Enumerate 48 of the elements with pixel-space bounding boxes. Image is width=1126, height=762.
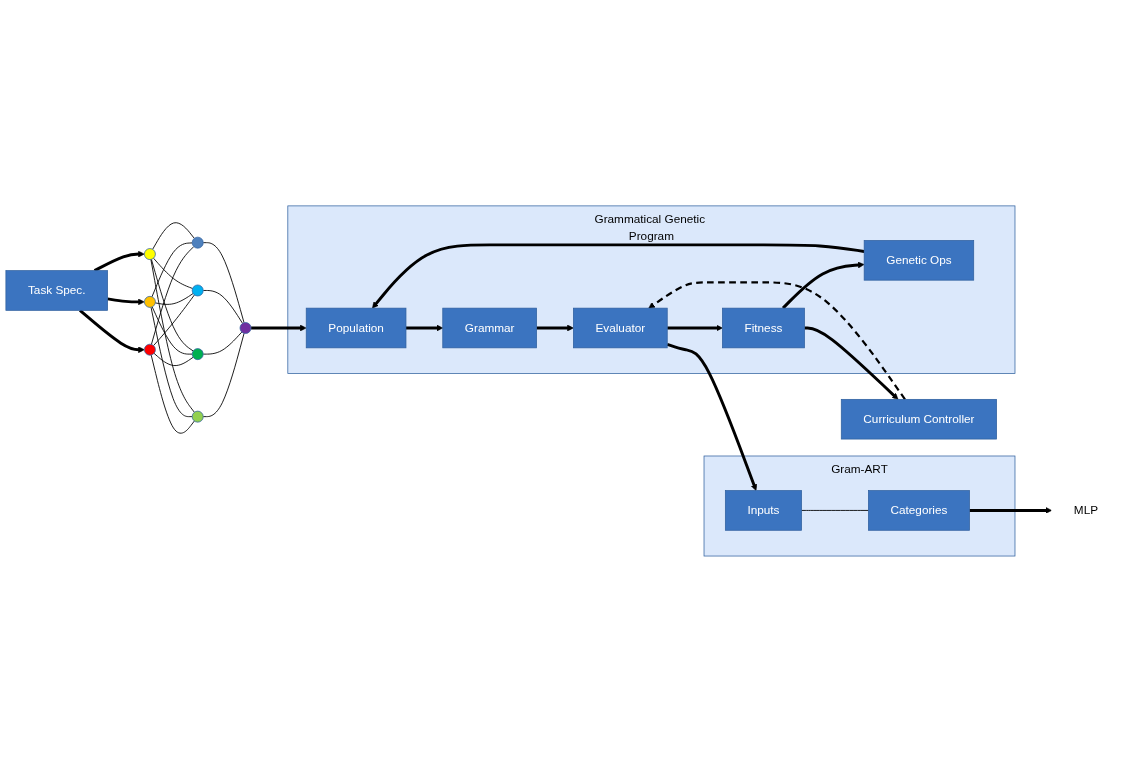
connector: [202, 242, 245, 324]
connector: [154, 293, 194, 305]
arrow: [536, 324, 574, 332]
connector: [150, 258, 194, 352]
node-box: Evaluator: [573, 307, 668, 349]
node-box: Categories: [868, 490, 970, 531]
node-box: Curriculum Controller: [840, 399, 997, 440]
node-circle: [144, 296, 156, 308]
node-circle: [144, 248, 156, 260]
node-circle: [239, 322, 252, 334]
connector: [153, 352, 194, 367]
connector: [202, 332, 245, 418]
connector: [801, 510, 869, 511]
node-text: MLP: [1073, 503, 1099, 517]
node-box: Task Spec.: [5, 270, 108, 311]
arrow: [969, 507, 1053, 514]
node-box: Population: [305, 307, 407, 349]
node-circle: [191, 348, 204, 361]
connector: [150, 306, 193, 418]
arrow: [406, 324, 444, 332]
connector: [150, 259, 195, 413]
node-circle: [191, 410, 204, 423]
connector: [151, 246, 195, 345]
node-circle: [144, 343, 156, 356]
connector: [153, 257, 193, 289]
connector: [151, 306, 193, 355]
node-box: Inputs: [725, 490, 802, 531]
arrow: [107, 297, 145, 306]
connector: [150, 354, 195, 434]
arrow: [667, 324, 723, 332]
connector: [202, 290, 243, 324]
node-circle: [191, 284, 204, 297]
connector: [153, 294, 195, 347]
arrow: [804, 326, 899, 400]
arrow: [79, 309, 145, 353]
node-box: Grammar: [442, 307, 537, 349]
connector: [152, 222, 195, 250]
connector: [151, 242, 193, 298]
arrow: [251, 324, 307, 332]
connector: [202, 331, 243, 355]
arrow: [93, 250, 145, 272]
arrow: [372, 243, 865, 309]
node-box: Fitness: [722, 307, 805, 349]
arrow: [781, 261, 865, 310]
arrow: [648, 281, 906, 400]
arrow: [666, 343, 758, 491]
node-circle: [191, 236, 204, 249]
node-box: Genetic Ops: [863, 240, 975, 281]
